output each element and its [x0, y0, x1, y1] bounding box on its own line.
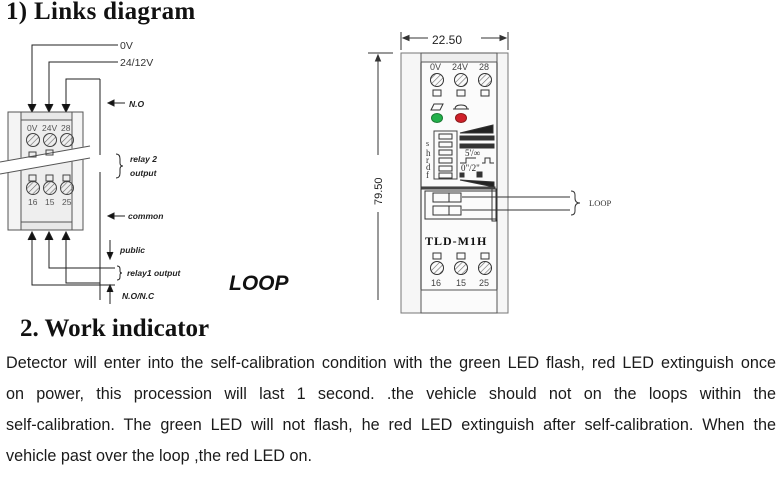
description-line: vehicle past over the loop ,the red LED …: [6, 447, 312, 465]
model-label: TLD-M1H: [425, 234, 487, 248]
module-terminal-15: 15: [456, 278, 466, 288]
timing-label-top: 5'/∞: [465, 148, 480, 158]
terminal-28: 28: [61, 123, 71, 133]
description-line: on power, this procession will last 1 se…: [6, 385, 776, 403]
label-relay2-output: output: [130, 168, 158, 178]
module-terminal-25: 25: [479, 278, 489, 288]
dimension-width: 22.50: [432, 33, 462, 47]
switch-letter-d: d: [426, 162, 431, 172]
section-title-work-indicator: 2. Work indicator: [20, 315, 210, 342]
module-terminal-28: 28: [479, 62, 489, 72]
label-relay2: relay 2: [130, 154, 157, 164]
switch-letter-s: s: [426, 139, 429, 148]
wiring-diagram: 0V 24/12V N.O relay 2 output common publ…: [0, 32, 611, 314]
left-wiring: [0, 44, 125, 304]
terminal-24v: 24V: [42, 123, 57, 133]
label-loop-right: LOOP: [589, 198, 611, 208]
terminal-25: 25: [62, 197, 72, 207]
label-public: public: [119, 245, 145, 255]
switch-letter-r: r: [426, 155, 429, 165]
terminal-15: 15: [45, 197, 55, 207]
label-common: common: [128, 211, 163, 221]
timing-label-bottom: 0"/2": [461, 163, 480, 173]
module-drawing: [368, 32, 581, 314]
work-indicator-description: Detector will enter into the self-calibr…: [6, 348, 776, 472]
label-no-nc: N.O/N.C: [122, 291, 155, 301]
section-title-links-diagram: 1) Links diagram: [6, 0, 196, 25]
module-terminal-16: 16: [431, 278, 441, 288]
dimension-height: 79.50: [373, 177, 385, 205]
description-line: Detector will enter into the self-calibr…: [6, 354, 776, 372]
terminal-16: 16: [28, 197, 38, 207]
label-relay1-output: relay1 output: [127, 268, 182, 278]
terminal-0v: 0V: [27, 123, 38, 133]
label-0v: 0V: [120, 40, 133, 52]
label-24-12v: 24/12V: [120, 57, 153, 69]
switch-letter-h: h: [426, 148, 431, 158]
label-no: N.O: [129, 99, 145, 109]
label-loop-left: LOOP: [229, 272, 289, 295]
description-line: self-calibration. The green LED will not…: [6, 416, 776, 434]
switch-letter-f: f: [426, 170, 429, 180]
module-terminal-24v: 24V: [452, 62, 468, 72]
module-terminal-0v: 0V: [430, 62, 441, 72]
